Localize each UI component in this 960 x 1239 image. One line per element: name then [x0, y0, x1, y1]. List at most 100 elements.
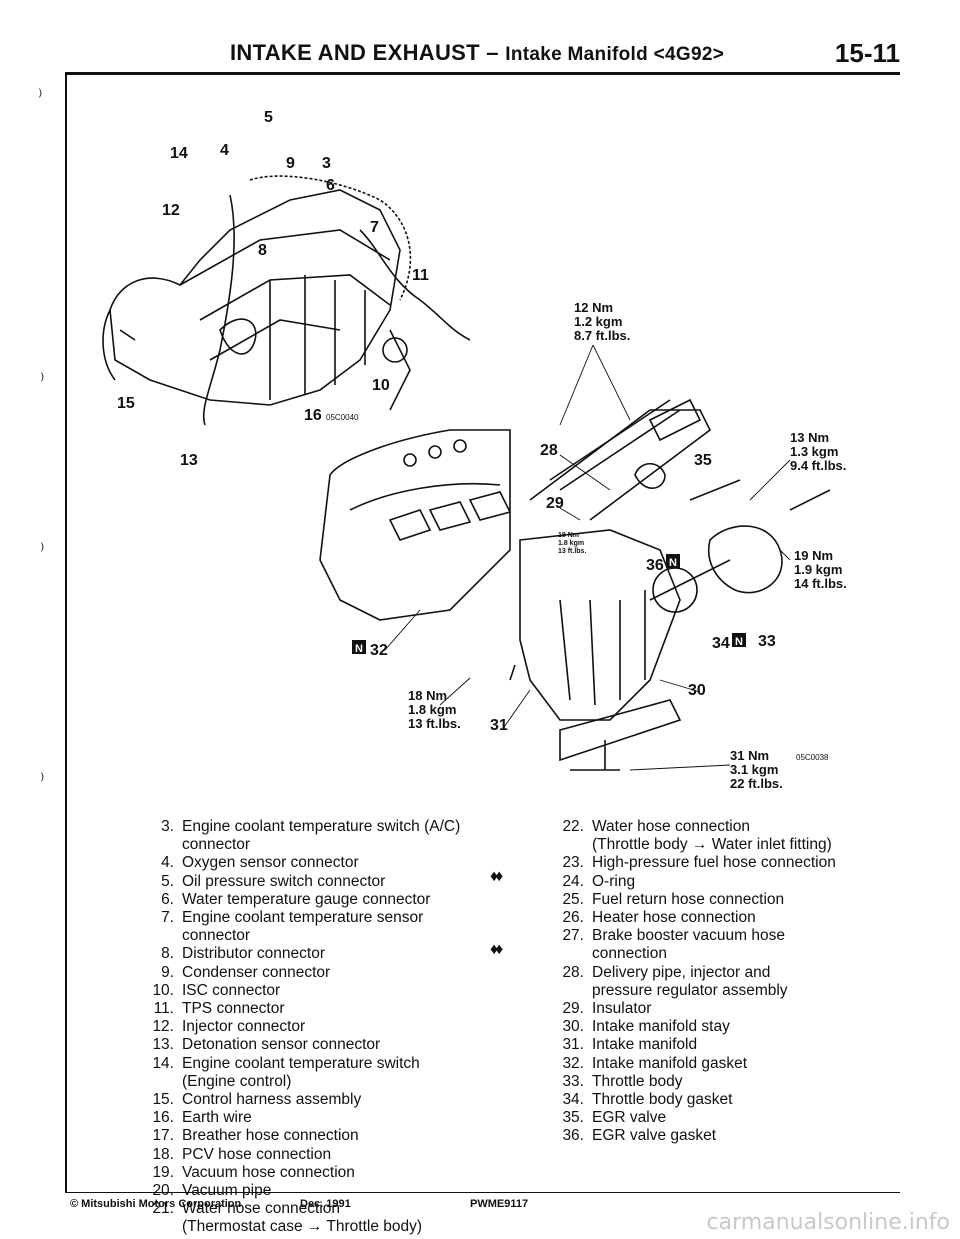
item-text: Insulator	[592, 1000, 652, 1018]
item-number: 14.	[152, 1054, 174, 1072]
footer-copyright: © Mitsubishi Motors Corporation	[70, 1198, 242, 1210]
callout-label: 15	[117, 395, 135, 412]
item-number: 15.	[152, 1091, 174, 1109]
parts-list-item: 3.Engine coolant temperature switch (A/C…	[140, 818, 500, 854]
callout-label: 36	[646, 557, 664, 574]
callout-label: 35	[694, 452, 712, 469]
item-text: Oxygen sensor connector	[182, 854, 359, 872]
parts-list-item: 16.Earth wire	[140, 1109, 500, 1127]
binder-mark: ⁾	[40, 540, 45, 560]
parts-list-item: 29.Insulator	[550, 1000, 890, 1018]
parts-list-item: 12.Injector connector	[140, 1018, 500, 1036]
parts-list-item: 36.EGR valve gasket	[550, 1127, 890, 1145]
callout-label: 4	[220, 142, 229, 159]
callout-label: 16	[304, 407, 322, 424]
callout-label: 10	[372, 377, 390, 394]
torque-spec: 1.8 kgm	[408, 702, 456, 717]
parts-list-item: 18.PCV hose connection	[140, 1146, 500, 1164]
item-number: 8.	[161, 945, 174, 963]
callout-label: 9	[286, 155, 295, 172]
item-text: Control harness assembly	[182, 1091, 362, 1109]
item-text: Oil pressure switch connector	[182, 872, 386, 890]
callout-label: 8	[258, 242, 267, 259]
title-separator: –	[486, 40, 499, 65]
parts-list-item: 14.Engine coolant temperature switch (En…	[140, 1055, 500, 1091]
new-part-marks: N N N	[352, 554, 746, 655]
item-text: EGR valve	[592, 1109, 667, 1127]
parts-list-item: 21. Water hose connection (Thermostat cas…	[140, 1200, 500, 1236]
parts-list-item: 24.O-ring	[550, 873, 890, 891]
callout-label: 3	[322, 155, 331, 172]
parts-list-item: 20. Vacuum pipe	[140, 1182, 500, 1200]
section-subtitle: Intake Manifold <4G92>	[505, 44, 725, 65]
torque-spec: 18 Nm	[558, 532, 579, 539]
callout-label: 6	[326, 177, 335, 194]
torque-spec: 1.3 kgm	[790, 444, 838, 459]
item-text: High-pressure fuel hose connection	[592, 854, 836, 872]
item-text: Water hose connection (Throttle body → W…	[592, 818, 832, 854]
item-text: O-ring	[592, 872, 636, 890]
torque-spec: 18 Nm	[408, 688, 447, 703]
item-number: 34.	[562, 1091, 584, 1109]
torque-spec: 8.7 ft.lbs.	[574, 328, 630, 343]
torque-specs: 12 Nm 1.2 kgm 8.7 ft.lbs. 13 Nm 1.3 kgm …	[408, 300, 847, 791]
footer-code: PWME9117	[470, 1198, 529, 1210]
torque-spec: 1.2 kgm	[574, 314, 622, 329]
callout-label: 11	[412, 267, 429, 284]
item-number: 11.	[153, 1000, 174, 1018]
item-text: Detonation sensor connector	[182, 1036, 381, 1054]
parts-list-item: 5. Oil pressure switch connector	[140, 873, 500, 891]
item-number: 5.	[161, 872, 174, 890]
callout-label: 28	[540, 442, 558, 459]
torque-spec: 13 Nm	[790, 430, 829, 445]
torque-spec: 9.4 ft.lbs.	[790, 458, 846, 473]
footer-rule	[65, 1192, 900, 1193]
item-number: 30.	[562, 1018, 584, 1036]
parts-list-item: 28.Delivery pipe, injector and pressure …	[550, 964, 890, 1000]
parts-list-item: 34.Throttle body gasket	[550, 1091, 890, 1109]
item-number: 16.	[152, 1109, 174, 1127]
parts-list-item: 23.High-pressure fuel hose connection	[550, 854, 890, 872]
callout-labels: 4 5 9 3 6 14 12 8 7 11 15 10 16 13 28 29…	[117, 109, 776, 734]
item-number: 20.	[152, 1182, 174, 1200]
footer-date: Dec. 1991	[300, 1198, 351, 1210]
item-number: 3.	[161, 818, 174, 835]
page-title: INTAKE AND EXHAUST – Intake Manifold <4G…	[230, 40, 724, 66]
parts-list-item: 30.Intake manifold stay	[550, 1018, 890, 1036]
item-number: 13.	[152, 1036, 174, 1054]
callout-label: 33	[758, 633, 776, 650]
item-number: 28.	[562, 963, 584, 981]
binder-mark: ⁾	[40, 770, 45, 790]
parts-list-item: 17.Breather hose connection	[140, 1127, 500, 1145]
item-text: Intake manifold gasket	[592, 1054, 748, 1072]
parts-list-item: 10.ISC connector	[140, 982, 500, 1000]
parts-list-item: 26.Heater hose connection	[550, 909, 890, 927]
callout-label: 32	[370, 642, 388, 659]
diamond-mark: ♦♦	[490, 941, 503, 958]
item-number: 21.	[152, 1200, 174, 1218]
torque-spec: 31 Nm	[730, 748, 769, 763]
item-text: Injector connector	[182, 1018, 306, 1036]
item-text: Throttle body	[592, 1072, 683, 1090]
item-text: Vacuum pipe	[182, 1182, 272, 1200]
parts-list-item: 33.Throttle body	[550, 1073, 890, 1091]
torque-spec: 13 ft.lbs.	[408, 716, 461, 731]
callout-label: 13	[180, 452, 198, 469]
callout-label: 34	[712, 635, 730, 652]
item-text: Brake booster vacuum hose connection	[592, 927, 785, 963]
parts-list-item: 11.TPS connector	[140, 1000, 500, 1018]
parts-list-item: 15. Control harness assembly	[140, 1091, 500, 1109]
parts-list-item: 27.Brake booster vacuum hose connection	[550, 927, 890, 963]
callout-label: 14	[170, 145, 188, 162]
item-text: Breather hose connection	[182, 1127, 359, 1145]
callout-label: 29	[546, 495, 564, 512]
item-text: Vacuum hose connection	[182, 1163, 355, 1181]
item-number: 6.	[161, 890, 174, 908]
parts-list-item: 19.Vacuum hose connection	[140, 1164, 500, 1182]
torque-spec: 13 ft.lbs.	[558, 548, 586, 555]
item-number: 9.	[161, 963, 174, 981]
parts-list-item: 9.Condenser connector	[140, 964, 500, 982]
item-text: Engine coolant temperature sensor connec…	[182, 909, 424, 945]
parts-list-item: 13. Detonation sensor connector	[140, 1036, 500, 1054]
item-text: Water hose connection (Thermostat case →…	[182, 1200, 423, 1236]
